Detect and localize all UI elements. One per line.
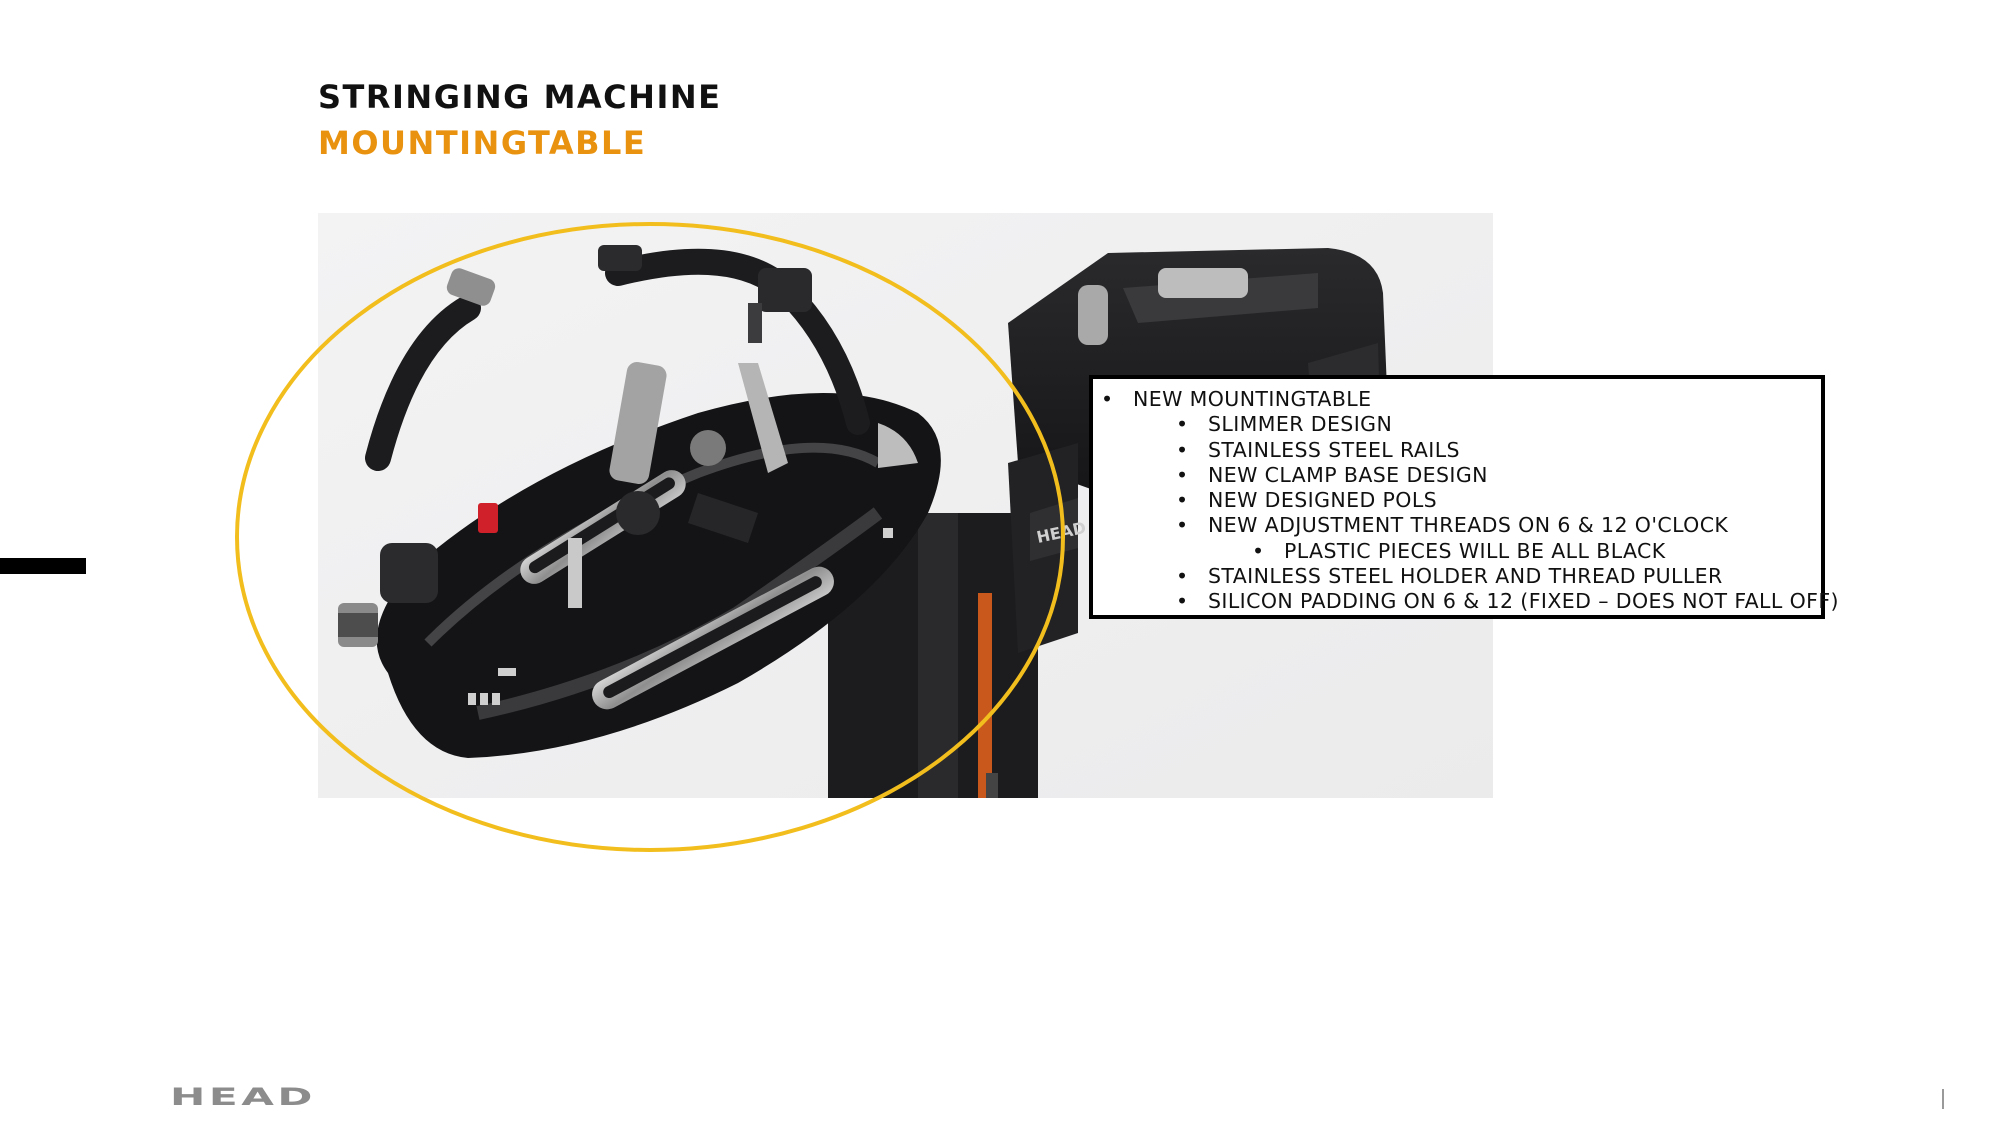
- bullet-icon: •: [1176, 462, 1189, 487]
- feature-item: • PLASTIC PIECES WILL BE ALL BLACK: [1101, 539, 1809, 564]
- feature-item: • NEW MOUNTINGTABLE: [1101, 387, 1809, 412]
- feature-item-text: NEW MOUNTINGTABLE: [1133, 387, 1372, 411]
- feature-item-text: NEW ADJUSTMENT THREADS ON 6 & 12 O'CLOCK: [1208, 513, 1729, 538]
- page-number-divider: [1942, 1089, 1944, 1109]
- logo-text: HEAD: [170, 1086, 316, 1108]
- bullet-icon: •: [1176, 513, 1189, 538]
- bullet-icon: •: [1176, 488, 1189, 513]
- feature-item: • NEW CLAMP BASE DESIGN: [1101, 463, 1809, 488]
- feature-item-text: PLASTIC PIECES WILL BE ALL BLACK: [1284, 538, 1666, 563]
- feature-item: • NEW ADJUSTMENT THREADS ON 6 & 12 O'CLOC…: [1101, 513, 1809, 538]
- bullet-icon: •: [1176, 437, 1189, 462]
- slide-title: STRINGING MACHINE: [318, 78, 722, 116]
- bullet-icon: •: [1252, 538, 1265, 563]
- feature-item-text: NEW DESIGNED POLS: [1208, 488, 1438, 513]
- section-marker-bar: [0, 558, 86, 574]
- bullet-icon: •: [1101, 387, 1114, 411]
- feature-item: • STAINLESS STEEL RAILS: [1101, 438, 1809, 463]
- feature-item-text: STAINLESS STEEL RAILS: [1208, 437, 1460, 462]
- feature-list: •NEW MOUNTINGTABLE•SLIMMER DESIGN•STAINL…: [1101, 387, 1839, 615]
- feature-item: • SLIMMER DESIGN: [1101, 412, 1809, 437]
- bullet-icon: •: [1176, 589, 1189, 614]
- feature-item: • SILICON PADDING ON 6 & 12 (FIXED – DOES…: [1101, 589, 1839, 614]
- feature-callout-box: •NEW MOUNTINGTABLE•SLIMMER DESIGN•STAINL…: [1089, 375, 1839, 619]
- feature-item-text: SILICON PADDING ON 6 & 12 (FIXED – DOES …: [1208, 589, 1839, 614]
- feature-item: • NEW DESIGNED POLS: [1101, 488, 1809, 513]
- bullet-icon: •: [1176, 412, 1189, 437]
- feature-item-text: STAINLESS STEEL HOLDER AND THREAD PULLER: [1208, 564, 1723, 589]
- head-logo: HEAD: [170, 1086, 316, 1108]
- bullet-icon: •: [1176, 564, 1189, 589]
- feature-item-text: NEW CLAMP BASE DESIGN: [1208, 462, 1488, 487]
- slide-subtitle: MOUNTINGTABLE: [318, 124, 647, 162]
- feature-item-text: SLIMMER DESIGN: [1208, 412, 1393, 437]
- feature-item: • STAINLESS STEEL HOLDER AND THREAD PULLE…: [1101, 564, 1809, 589]
